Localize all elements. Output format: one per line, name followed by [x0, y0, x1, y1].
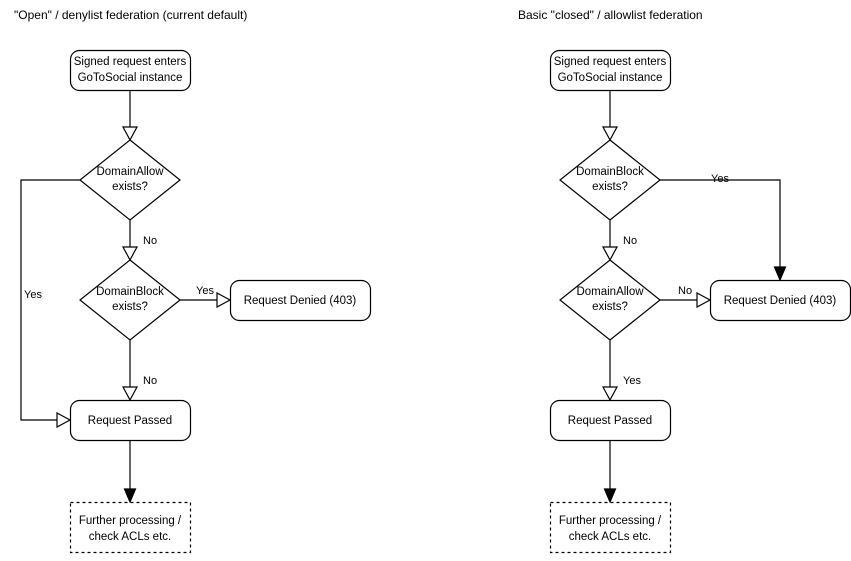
node-request-denied-left-shape	[229, 279, 372, 322]
node-request-denied-left[interactable]: Request Denied (403)	[229, 279, 372, 322]
edge-domainblock-yes-right-line	[660, 179, 781, 274]
edge-domainblock-yes-right: Yes	[660, 173, 787, 282]
node-request-passed-left-label: Request Passed	[88, 415, 172, 427]
node-request-denied-left-label: Request Denied (403)	[244, 295, 357, 307]
node-request-passed-right-label: Request Passed	[568, 415, 652, 427]
edge-passed-to-further-right	[603, 440, 617, 504]
edge-domainallow-yes-left: Yes	[20, 179, 80, 429]
node-domainblock-right-line1: DomainBlock	[576, 166, 644, 178]
node-request-denied-right[interactable]: Request Denied (403)	[709, 279, 851, 322]
arrowhead-open-icon	[121, 386, 139, 402]
arrowhead-open-icon	[121, 246, 139, 262]
node-domainblock-right-line2: exists?	[592, 181, 628, 193]
diagram-open-denylist: "Open" / denylist federation (current de…	[14, 8, 372, 554]
edge-label-domainblock-yes-left: Yes	[196, 285, 214, 297]
node-further-processing-left-shape	[69, 501, 192, 554]
edge-start-to-domainblock-right	[601, 90, 619, 142]
node-domainblock-left-shape	[79, 259, 181, 341]
node-further-processing-right-line1: Further processing /	[559, 515, 662, 527]
edge-domainblock-no-right: No	[601, 220, 637, 262]
arrowhead-open-icon	[601, 246, 619, 262]
diagram-title-left: "Open" / denylist federation (current de…	[14, 8, 247, 22]
node-further-processing-right-shape	[549, 501, 672, 554]
node-signed-request-left-line2: GoToSocial instance	[78, 72, 183, 84]
node-signed-request-left-line1: Signed request enters	[74, 56, 187, 68]
edge-start-to-domainallow-left	[121, 90, 139, 142]
node-domainblock-left-line1: DomainBlock	[96, 286, 164, 298]
node-domainallow-right[interactable]: DomainAllow exists?	[559, 259, 661, 341]
arrowhead-solid-icon	[603, 488, 617, 504]
edge-domainallow-no-right: No	[660, 285, 712, 309]
arrowhead-open-icon	[601, 386, 619, 402]
arrowhead-solid-icon	[773, 266, 787, 282]
edge-domainblock-yes-left: Yes	[180, 285, 232, 309]
edge-label-domainallow-no-right: No	[678, 285, 692, 297]
node-signed-request-right-line1: Signed request enters	[554, 56, 667, 68]
edge-label-domainblock-yes-right: Yes	[711, 173, 729, 185]
diagram-title-right: Basic "closed" / allowlist federation	[518, 8, 703, 22]
arrowhead-open-icon	[216, 291, 232, 309]
edge-label-domainallow-yes-right: Yes	[623, 375, 641, 387]
diagram-closed-allowlist: Basic "closed" / allowlist federation Si…	[518, 8, 851, 554]
node-further-processing-left-line1: Further processing /	[79, 515, 182, 527]
node-further-processing-right-line2: check ACLs etc.	[569, 531, 651, 543]
node-domainallow-left[interactable]: DomainAllow exists?	[79, 139, 181, 221]
node-domainallow-right-line2: exists?	[592, 301, 628, 313]
edge-label-domainblock-no-left: No	[143, 375, 157, 387]
node-signed-request-left[interactable]: Signed request enters GoToSocial instanc…	[69, 49, 192, 92]
node-request-denied-right-label: Request Denied (403)	[724, 295, 837, 307]
edge-passed-to-further-left	[123, 440, 137, 504]
edge-label-domainblock-no-right: No	[623, 235, 637, 247]
arrowhead-open-icon	[121, 126, 139, 142]
arrowhead-open-icon	[601, 126, 619, 142]
edge-domainblock-no-left: No	[121, 340, 157, 402]
node-domainblock-right[interactable]: DomainBlock exists?	[559, 139, 661, 221]
node-further-processing-left[interactable]: Further processing / check ACLs etc.	[69, 501, 192, 554]
edge-domainallow-no-left: No	[121, 220, 157, 262]
arrowhead-open-icon	[56, 411, 72, 429]
node-signed-request-right-line2: GoToSocial instance	[558, 72, 663, 84]
node-domainallow-right-shape	[559, 259, 661, 341]
node-further-processing-left-line2: check ACLs etc.	[89, 531, 171, 543]
node-domainblock-left[interactable]: DomainBlock exists?	[79, 259, 181, 341]
edge-domainallow-yes-right: Yes	[601, 340, 641, 402]
node-domainblock-left-line2: exists?	[112, 301, 148, 313]
node-request-passed-left[interactable]: Request Passed	[69, 399, 192, 442]
edge-label-domainallow-no-left: No	[143, 235, 157, 247]
edge-domainallow-yes-left-line	[20, 179, 80, 421]
node-domainallow-left-shape	[79, 139, 181, 221]
node-domainallow-left-line1: DomainAllow	[96, 166, 164, 178]
node-domainblock-right-shape	[559, 139, 661, 221]
node-domainallow-right-line1: DomainAllow	[576, 286, 644, 298]
arrowhead-open-icon	[696, 291, 712, 309]
node-request-passed-right[interactable]: Request Passed	[549, 399, 672, 442]
node-domainallow-left-line2: exists?	[112, 181, 148, 193]
node-further-processing-right[interactable]: Further processing / check ACLs etc.	[549, 501, 672, 554]
arrowhead-solid-icon	[123, 488, 137, 504]
edge-label-domainallow-yes-left: Yes	[24, 289, 42, 301]
node-signed-request-right[interactable]: Signed request enters GoToSocial instanc…	[549, 49, 672, 92]
